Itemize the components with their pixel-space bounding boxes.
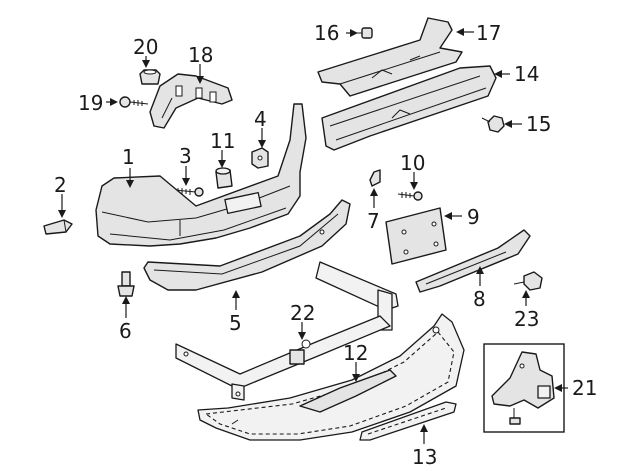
part-14-reinforcement-bar	[321, 65, 497, 151]
callout-2: 2	[54, 173, 67, 197]
callout-4: 4	[254, 107, 267, 131]
callout-1: 1	[122, 145, 135, 169]
callout-14: 14	[514, 62, 539, 86]
callout-3: 3	[179, 144, 192, 168]
part-4-clip	[251, 147, 269, 169]
part-2-push-pin	[43, 219, 73, 235]
part-12-lower-diffuser	[197, 313, 465, 441]
callout-labels: 1 2 3 4 5 6 7 8 9 10 11 12 13 14 15 16 1…	[54, 21, 597, 469]
callout-21: 21	[572, 376, 597, 400]
part-23-bolt	[513, 271, 543, 291]
part-9-license-bracket	[385, 207, 447, 265]
callout-19: 19	[78, 91, 103, 115]
part-15-bolt	[481, 115, 505, 133]
part-19-screw	[119, 96, 149, 108]
part-13-lower-strip	[359, 401, 457, 441]
callout-leaders	[58, 28, 568, 444]
callout-7: 7	[367, 209, 380, 233]
part-7-wire-clip	[369, 169, 381, 187]
callout-5: 5	[229, 311, 242, 335]
part-18-side-bracket	[149, 73, 233, 129]
callout-6: 6	[119, 319, 132, 343]
part-20-push-nut	[139, 69, 161, 85]
callout-8: 8	[473, 287, 486, 311]
callout-17: 17	[476, 21, 501, 45]
callout-11: 11	[210, 129, 235, 153]
callout-20: 20	[133, 35, 158, 59]
callout-12: 12	[343, 341, 368, 365]
part-1-bumper-cover	[95, 103, 307, 247]
part-6-bolt	[117, 271, 135, 297]
part-8-trim-strip	[415, 229, 531, 293]
callout-13: 13	[412, 445, 437, 469]
part-22-hitch-frame	[175, 261, 399, 401]
part-21-hitch-inset	[483, 343, 565, 433]
part-10-screw	[397, 191, 423, 201]
callout-15: 15	[526, 112, 551, 136]
part-5-lower-valance	[143, 199, 351, 291]
callout-16: 16	[314, 21, 339, 45]
callout-9: 9	[467, 205, 480, 229]
callout-23: 23	[514, 307, 539, 331]
callout-22: 22	[290, 301, 315, 325]
callout-18: 18	[188, 43, 213, 67]
callout-10: 10	[400, 151, 425, 175]
part-11-bumper-stop	[215, 167, 233, 189]
part-17-bracket	[317, 17, 463, 97]
